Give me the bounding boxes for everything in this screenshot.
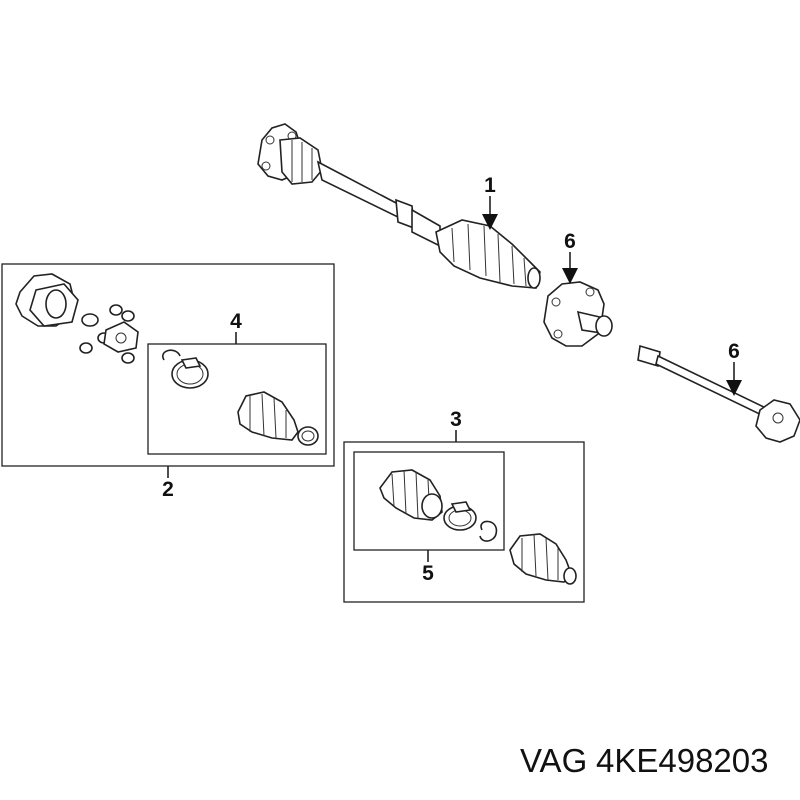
leader-lines [167, 196, 742, 562]
flange-part [543, 281, 613, 347]
stub-shaft-part [637, 344, 800, 443]
boot-kit-box [147, 343, 327, 455]
callout-4: 4 [230, 310, 242, 333]
brand-label: VAG [520, 742, 587, 779]
inner-joint-kit-box [343, 441, 585, 603]
callout-6-flange: 6 [564, 230, 576, 253]
drive-shaft-assembly [257, 123, 541, 289]
callout-6-shaft: 6 [728, 340, 740, 363]
callout-2: 2 [162, 478, 174, 501]
part-number-label: 4KE498203 [596, 742, 769, 779]
callout-3: 3 [450, 408, 462, 431]
callout-5: 5 [422, 562, 434, 585]
boot-repair-kit-box [353, 451, 505, 551]
callout-1: 1 [484, 174, 496, 197]
